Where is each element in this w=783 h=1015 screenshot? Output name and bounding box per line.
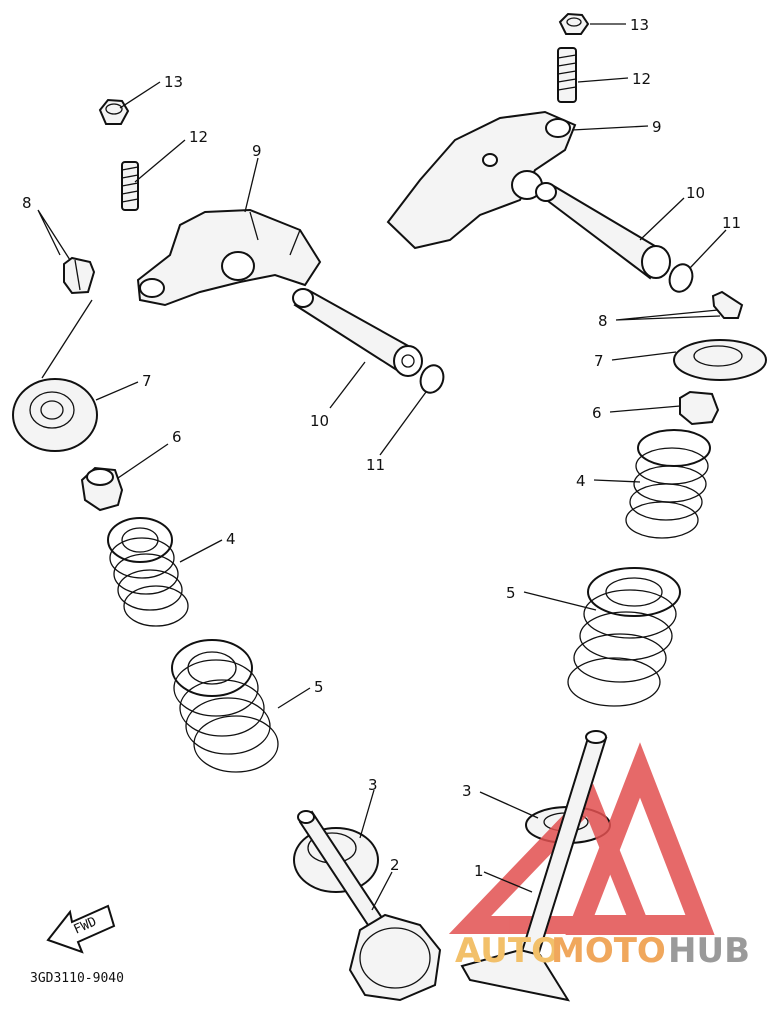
callout-11-left: 11 — [366, 456, 385, 474]
callout-13-left: 13 — [164, 73, 183, 91]
right-spring-retainer — [673, 339, 767, 381]
callout-10-left: 10 — [310, 412, 329, 430]
callout-12-left: 12 — [189, 128, 208, 146]
watermark-logo-mark — [448, 742, 715, 935]
right-valve-cotter — [711, 290, 744, 319]
callout-7-left: 7 — [142, 372, 152, 390]
callout-2: 2 — [390, 856, 400, 874]
right-rocker-shaft — [535, 182, 671, 280]
callout-7-right: 7 — [594, 352, 604, 370]
right-o-ring — [668, 263, 694, 293]
callout-8-right: 8 — [598, 312, 608, 330]
watermark-wordmark: AUTO MOTO HUB — [455, 931, 750, 971]
callout-9-left: 9 — [252, 142, 262, 160]
part-code: 3GD3110-9040 — [30, 971, 124, 986]
left-spring-retainer — [12, 378, 98, 452]
callout-13-right: 13 — [630, 16, 649, 34]
callout-3-right: 3 — [462, 782, 472, 800]
watermark-moto: MOTO — [551, 931, 666, 971]
callout-leaders — [37, 23, 727, 911]
watermark-auto: AUTO — [455, 931, 560, 971]
callout-6-left: 6 — [172, 428, 182, 446]
right-valve — [460, 730, 608, 1002]
left-valve-cotter — [63, 256, 96, 295]
right-outer-spring — [567, 567, 681, 707]
callout-11-right: 11 — [722, 214, 741, 232]
left-outer-spring — [171, 639, 279, 773]
left-inner-spring — [107, 517, 189, 627]
left-rocker-arm — [136, 208, 322, 307]
callout-3-left: 3 — [368, 776, 378, 794]
fwd-arrow-icon: FWD — [46, 904, 116, 954]
watermark-hub: HUB — [668, 931, 750, 971]
right-valve-stem-seal — [679, 390, 720, 426]
right-inner-spring — [625, 429, 711, 539]
callout-10-right: 10 — [686, 184, 705, 202]
callout-9-right: 9 — [652, 118, 662, 136]
left-valve — [297, 810, 442, 1002]
left-locknut — [98, 98, 130, 125]
callout-5-left: 5 — [314, 678, 324, 696]
right-adjusting-screw — [557, 47, 577, 103]
left-rocker-shaft — [292, 288, 423, 377]
callout-6-right: 6 — [592, 404, 602, 422]
callout-numbers: 13 12 8 7 6 4 9 10 11 5 3 2 13 12 9 10 1… — [22, 16, 741, 880]
left-valve-stem-seal — [80, 466, 124, 512]
callout-1: 1 — [474, 862, 484, 880]
callout-8-left: 8 — [22, 194, 32, 212]
right-rocker-arm — [386, 110, 577, 250]
callout-4-left: 4 — [226, 530, 236, 548]
left-o-ring — [419, 364, 445, 394]
callout-5-right: 5 — [506, 584, 516, 602]
callout-4-right: 4 — [576, 472, 586, 490]
right-locknut — [558, 12, 590, 35]
callout-12-right: 12 — [632, 70, 651, 88]
left-adjusting-screw — [121, 161, 139, 211]
